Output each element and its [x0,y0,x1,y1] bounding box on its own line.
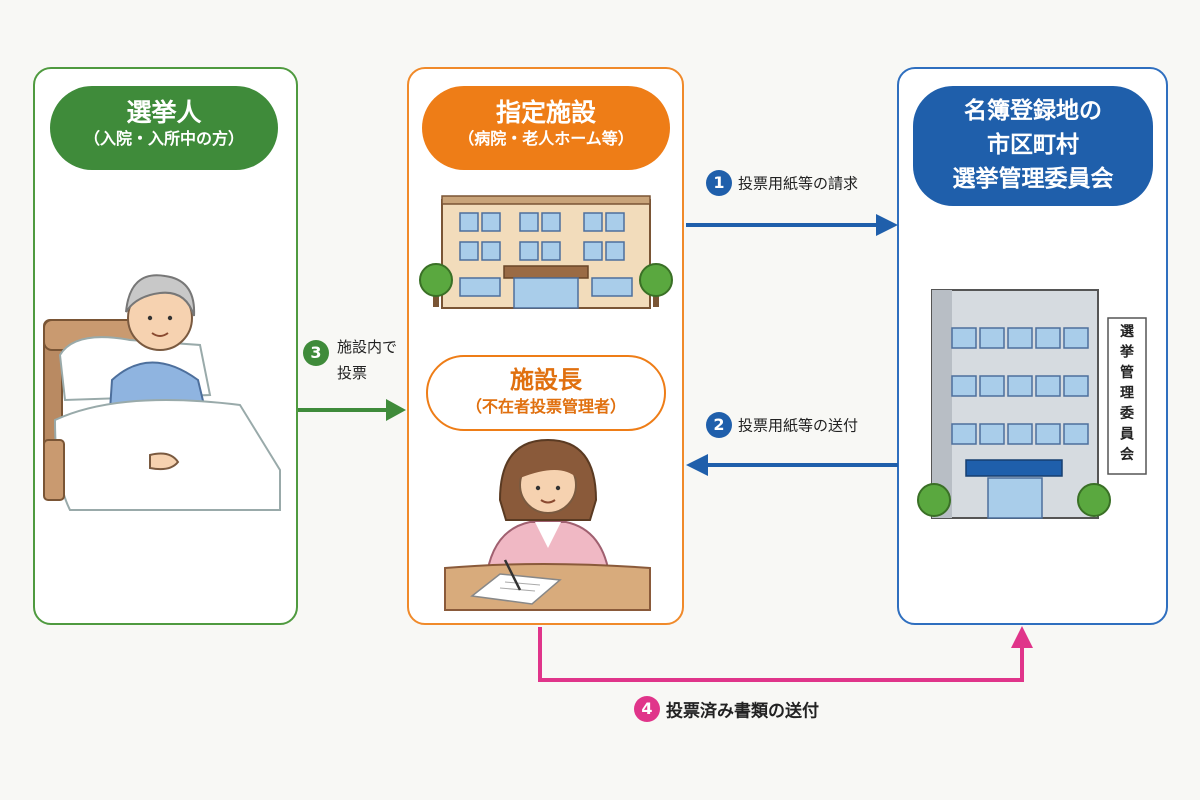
facility-head-subtitle-text: （不在者投票管理者） [465,397,626,416]
arrow-return-ballots [538,626,1033,682]
step-3-text-line1: 施設内で [337,338,398,356]
step-2-text: 投票用紙等の送付 [738,416,859,435]
step-1-label: 1 投票用紙等の請求 [706,170,858,196]
patient-in-bed-illustration [43,274,281,511]
step-4-number: 4 [634,696,660,722]
committee-sign-char: 会 [1120,446,1135,463]
arrow-vote-in-facility [298,399,406,421]
facility-title-text: 指定施設 [495,98,596,127]
voter-title-text: 選挙人 [126,98,202,127]
committee-sign-char: 選 [1120,324,1134,340]
step-3-number: 3 [303,340,329,366]
committee-title-line2: 市区町村 [987,132,1079,158]
step-3-text-line2: 投票 [337,364,368,382]
voter-title: 選挙人 （入院・入所中の方） [50,86,278,170]
committee-sign-char: 委 [1119,405,1134,422]
step-1-text: 投票用紙等の請求 [738,174,859,193]
step-4-label: 4 投票済み書類の送付 [634,696,819,722]
facility-head-title: 施設長 （不在者投票管理者） [426,355,666,431]
arrow-request [686,214,898,236]
committee-sign-char: 管 [1120,364,1134,381]
step-2-number: 2 [706,412,732,438]
facility-subtitle-text: （病院・老人ホーム等） [458,129,634,148]
facility-head-title-text: 施設長 [510,366,582,394]
hospital-building-illustration [419,195,673,309]
step-1-number: 1 [706,170,732,196]
step-2-label: 2 投票用紙等の送付 [706,412,858,438]
committee-title-line1: 名簿登録地の [964,98,1102,124]
arrow-send-back [686,454,898,476]
city-hall-building-illustration: 選挙管理委員会 [917,289,1147,519]
committee-sign-char: 挙 [1119,344,1135,361]
facility-title: 指定施設 （病院・老人ホーム等） [422,86,670,170]
committee-sign-char: 員 [1119,427,1134,443]
committee-title: 名簿登録地の 市区町村 選挙管理委員会 [913,86,1153,206]
committee-title-line3: 選挙管理委員会 [952,166,1114,192]
committee-sign-char: 理 [1120,386,1134,402]
facility-head-illustration [444,438,651,611]
voter-subtitle-text: （入院・入所中の方） [83,129,244,148]
committee-sign-text: 選挙管理委員会 [1119,324,1135,463]
step-4-text: 投票済み書類の送付 [666,701,819,722]
